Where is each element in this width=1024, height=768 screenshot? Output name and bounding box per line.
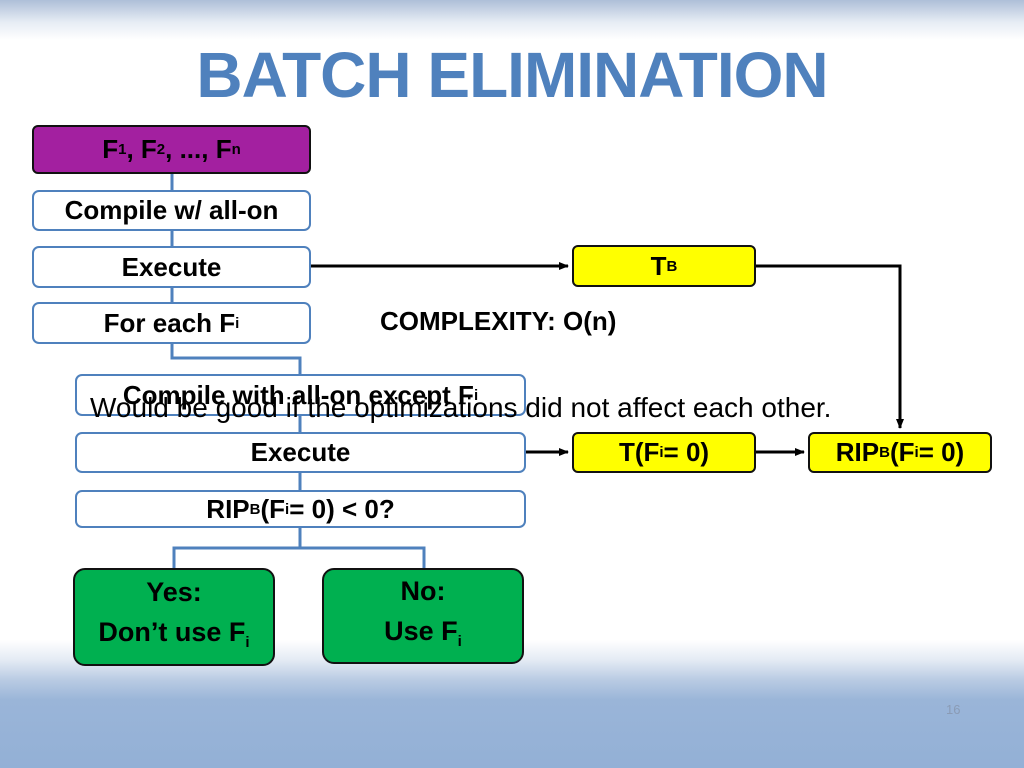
execute-label-2: Execute (250, 437, 351, 467)
inputs-f2: , F (126, 134, 157, 164)
rip-fi-post: = 0) (918, 437, 965, 467)
rip-check-sub-b: B (249, 500, 261, 518)
compile-all-on-box: Compile w/ all-on (32, 190, 311, 231)
t-fi-post: = 0) (663, 437, 710, 467)
no-line-2-text: Use F (384, 615, 458, 646)
connector-foreach-loop (170, 344, 302, 374)
no-line-1: No: (400, 575, 446, 606)
rip-fi-rip: RIP (835, 437, 880, 467)
execute-box-2: Execute (75, 432, 526, 473)
yes-line-2-sub: i (245, 633, 250, 651)
complexity-label: COMPLEXITY: O(n) (380, 306, 617, 336)
yes-line-2: Don’t use Fi (98, 612, 249, 663)
yes-line-2-text: Don’t use F (98, 616, 246, 647)
connector-check-branches (172, 546, 426, 568)
compile-except-label: Compile with all-on except F (122, 379, 474, 410)
tb-label: T (650, 250, 667, 281)
rip-fi-sub-i: i (914, 444, 919, 461)
page-number: 16 (946, 702, 961, 717)
rip-check-sub-i: i (285, 500, 290, 518)
compile-except-sub: i (473, 386, 479, 404)
rip-fi-sub-b: B (879, 444, 890, 461)
inputs-f2-sub: 2 (156, 141, 166, 158)
rip-check-rip: RIP (206, 493, 250, 524)
for-each-sub: i (235, 314, 240, 332)
overlay-note: Would be good if the optimizations did n… (90, 392, 832, 423)
yes-decision-box: Yes: Don’t use Fi (73, 568, 275, 666)
tb-sub: B (666, 257, 678, 275)
execute-box-1: Execute (32, 246, 311, 288)
slide-title: BATCH ELIMINATION (196, 39, 828, 111)
rip-fi-mid: (F (889, 437, 915, 467)
rip-check-mid: (F (260, 493, 286, 524)
yes-line-1: Yes: (146, 576, 202, 607)
no-line-2: Use Fi (384, 611, 462, 662)
t-fi-sub: i (659, 444, 664, 461)
inputs-fn-sub: n (231, 141, 241, 158)
inputs-fn: , ..., F (165, 134, 232, 164)
rip-check-post: = 0) < 0? (289, 493, 395, 524)
t-fi-pre: T(F (618, 437, 660, 467)
no-line-2-sub: i (457, 632, 462, 650)
for-each-label: For each F (103, 307, 236, 338)
no-decision-box: No: Use Fi (322, 568, 524, 664)
compile-all-on-label: Compile w/ all-on (64, 195, 279, 225)
execute-label-1: Execute (121, 251, 222, 282)
inputs-f1: F (102, 134, 119, 164)
inputs-f1-sub: 1 (118, 141, 127, 158)
arrow-tb-to-rip (756, 264, 904, 429)
